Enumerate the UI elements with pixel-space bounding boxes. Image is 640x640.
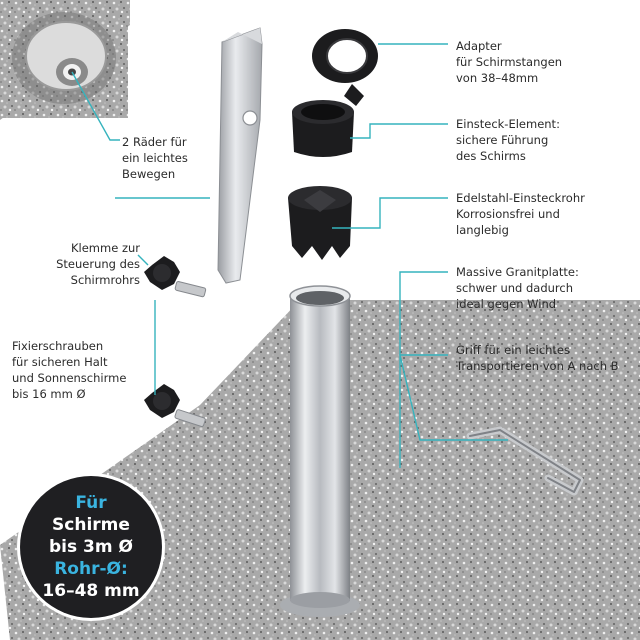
clamp-bracket-icon xyxy=(217,27,263,284)
badge-line-3: bis 3m Ø xyxy=(49,537,133,557)
wheel-icon xyxy=(25,21,107,91)
label-handle: Griff für ein leichtes Transportieren vo… xyxy=(456,343,619,373)
badge-line-5: 16–48 mm xyxy=(42,581,140,601)
insert-element-icon xyxy=(292,100,354,157)
badge-line-4: Rohr-Ø: xyxy=(54,559,128,579)
label-clamp: Klemme zur Steuerung des Schirmrohrs xyxy=(56,241,140,287)
thumb-screw-icon xyxy=(144,256,207,298)
label-granite-plate: Massive Granitplatte: schwer und dadurch… xyxy=(456,265,579,311)
label-steel-tube: Edelstahl-Einsteckrohr Korrosionsfrei un… xyxy=(456,191,585,237)
label-adapter: Adapter für Schirmstangen von 38–48mm xyxy=(456,39,563,85)
label-screws: Fixierschrauben für sicheren Halt und So… xyxy=(12,339,127,401)
label-wheels: 2 Räder für ein leichtes Bewegen xyxy=(122,135,188,181)
spec-badge: Für Schirme bis 3m Ø Rohr-Ø: 16–48 mm xyxy=(20,476,162,618)
label-insert-element: Einsteck-Element: sichere Führung des Sc… xyxy=(456,117,560,163)
wheel-inset xyxy=(0,0,128,118)
handle-icon xyxy=(466,426,584,496)
badge-line-2: Schirme xyxy=(52,515,130,535)
adapter-ring-icon xyxy=(312,29,378,106)
thumb-screw-icon-2 xyxy=(144,384,206,428)
badge-line-1: Für xyxy=(75,493,107,513)
steel-tube-icon xyxy=(280,285,360,617)
tube-insert-icon xyxy=(288,186,352,260)
leader-lines xyxy=(71,43,508,468)
